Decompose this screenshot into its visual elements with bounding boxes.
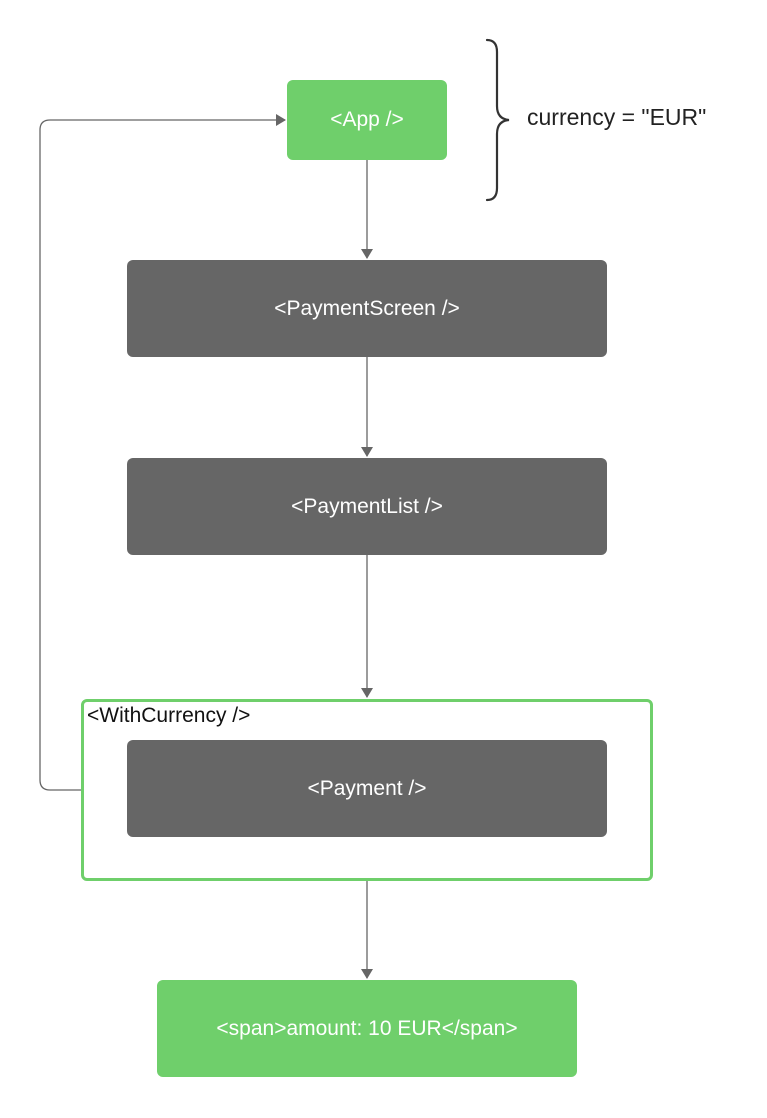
- payment-node-label: <Payment />: [307, 776, 427, 800]
- withcurrency-label: <WithCurrency />: [87, 704, 251, 727]
- context-value-annotation: currency = "EUR": [527, 104, 707, 130]
- app-node: <App />: [287, 80, 447, 160]
- app-node-label: <App />: [330, 108, 404, 131]
- paymentscreen-node-label: <PaymentScreen />: [274, 296, 460, 320]
- paymentlist-node-label: <PaymentList />: [291, 494, 443, 518]
- paymentlist-node: <PaymentList />: [127, 458, 607, 555]
- payment-node: <Payment />: [127, 740, 607, 837]
- curly-brace-icon: [485, 38, 510, 202]
- paymentscreen-node: <PaymentScreen />: [127, 260, 607, 357]
- arrow-withcurrency-to-app: [39, 114, 286, 791]
- span-node: <span>amount: 10 EUR</span>: [157, 980, 577, 1077]
- span-node-label: <span>amount: 10 EUR</span>: [216, 1016, 518, 1040]
- withcurrency-wrapper: [81, 699, 653, 881]
